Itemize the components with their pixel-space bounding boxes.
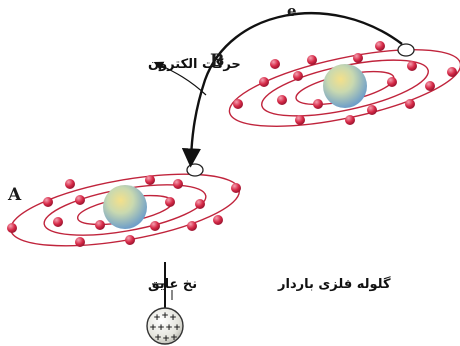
electron xyxy=(387,77,397,87)
electron xyxy=(95,220,105,230)
metal-sphere-body xyxy=(146,307,184,345)
svg-text:+: + xyxy=(162,334,170,344)
electron xyxy=(277,95,287,105)
electron xyxy=(270,59,280,69)
electron-vacancy-a xyxy=(186,163,204,177)
charged-metal-sphere: + + + + + + + + + + xyxy=(146,307,184,345)
electron xyxy=(259,77,269,87)
electron-transfer-arrow xyxy=(181,12,403,168)
electron-motion-label: حرکت الکترون xyxy=(148,57,241,72)
electron xyxy=(53,217,63,227)
metal-sphere-label: گلوله فلزی باردار xyxy=(277,276,391,292)
electron xyxy=(213,215,223,225)
electron xyxy=(75,237,85,247)
electron xyxy=(367,105,377,115)
electron xyxy=(165,197,175,207)
electron xyxy=(75,195,85,205)
electron xyxy=(293,71,303,81)
electron xyxy=(233,99,243,109)
electron xyxy=(405,99,415,109)
electron xyxy=(150,221,160,231)
atom-b-label: B xyxy=(210,51,224,71)
electron xyxy=(173,179,183,189)
electron-symbol: e xyxy=(287,2,297,20)
atom-a-label: A xyxy=(7,185,22,205)
electron xyxy=(125,235,135,245)
electron xyxy=(231,183,241,193)
electron xyxy=(425,81,435,91)
electron xyxy=(43,197,53,207)
electron xyxy=(345,115,355,125)
svg-text:+: + xyxy=(154,333,162,343)
atom-a-electrons xyxy=(7,175,241,247)
electron xyxy=(187,221,197,231)
svg-text:+: + xyxy=(161,311,169,321)
atom-b-nucleus xyxy=(323,64,367,108)
electron xyxy=(7,223,17,233)
svg-text:+: + xyxy=(173,323,181,333)
electron xyxy=(65,179,75,189)
atom-a-nucleus xyxy=(103,185,147,229)
electron xyxy=(195,199,205,209)
electron xyxy=(447,67,457,77)
electron xyxy=(295,115,305,125)
svg-text:+: + xyxy=(157,323,165,333)
electron xyxy=(353,53,363,63)
svg-text:+: + xyxy=(169,313,177,323)
svg-text:+: + xyxy=(149,323,157,333)
electron xyxy=(313,99,323,109)
plus-signs-icon: + + + + + + + + + + xyxy=(149,311,181,344)
electron xyxy=(407,61,417,71)
electron xyxy=(307,55,317,65)
svg-text:+: + xyxy=(153,313,161,323)
svg-text:+: + xyxy=(170,333,178,343)
svg-text:+: + xyxy=(165,323,173,333)
electron-motion-pointer xyxy=(153,61,207,96)
electron xyxy=(145,175,155,185)
electron xyxy=(375,41,385,51)
electron-vacancy-b xyxy=(397,43,415,57)
atom-b-electrons xyxy=(233,41,457,125)
insulating-thread-label: نخ عایق xyxy=(148,277,197,292)
